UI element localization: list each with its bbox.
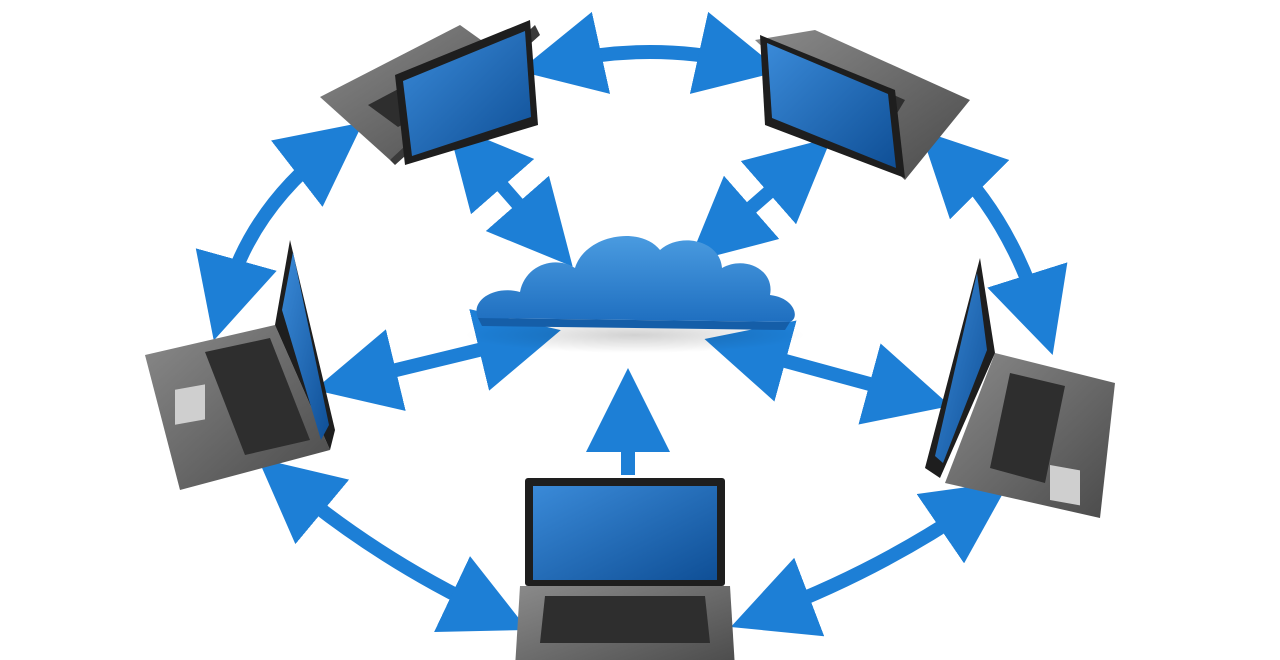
laptop-icon	[515, 478, 735, 660]
double-arrow-icon	[730, 481, 1010, 637]
double-arrow-icon	[518, 11, 782, 94]
ring-arrows	[195, 11, 1068, 637]
double-arrow-icon	[688, 137, 832, 263]
laptop-icon	[755, 30, 970, 180]
double-arrow-icon	[447, 123, 573, 267]
laptop-icon	[925, 258, 1115, 518]
spoke-arrows	[314, 123, 951, 475]
double-arrow-icon	[195, 122, 364, 341]
laptop-icon	[320, 20, 540, 165]
laptop-icon	[145, 240, 335, 490]
double-arrow-icon	[704, 320, 951, 425]
double-arrow-icon	[920, 130, 1068, 356]
double-arrow-icon	[257, 458, 528, 633]
double-arrow-icon	[314, 309, 561, 411]
cloud-icon	[465, 236, 805, 353]
